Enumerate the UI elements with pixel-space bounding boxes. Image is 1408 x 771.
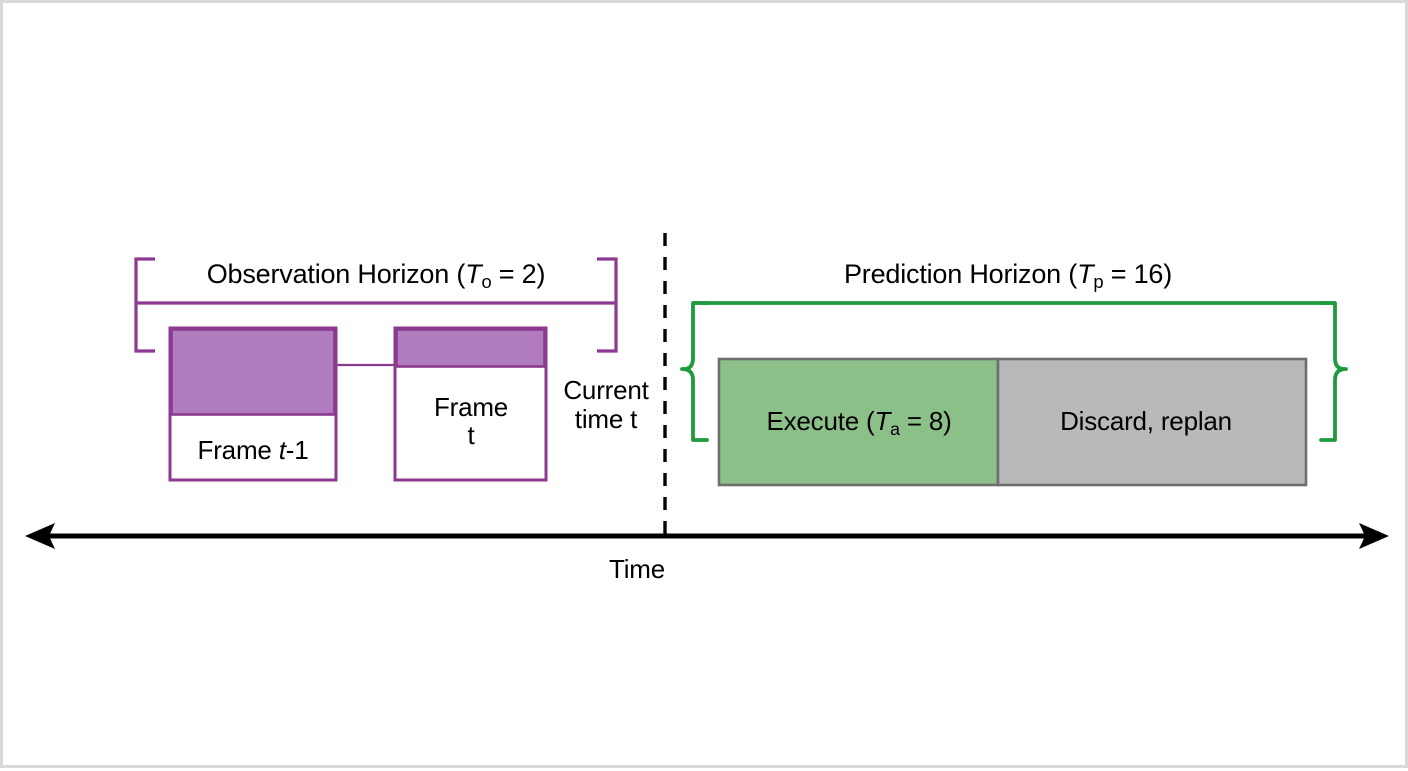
frame-t-fill-band	[395, 328, 546, 368]
observation-bracket-left-icon	[134, 257, 155, 353]
discard-segment-rect[interactable]	[996, 357, 1308, 487]
execute-segment-label: Execute (Ta = 8)	[766, 406, 952, 439]
prediction-brace-left-icon	[680, 301, 709, 442]
time-axis-label: Time	[608, 554, 666, 584]
frame-t-minus-1-label: Frame t-1	[197, 435, 309, 465]
execute-symbol-subscript: a	[890, 418, 900, 439]
frame-t-box[interactable]	[393, 326, 548, 482]
discard-segment-label: Discard, replan	[1060, 406, 1232, 436]
frame-t-label-line1: Frame	[433, 392, 509, 422]
prediction-symbol-subscript: p	[1093, 271, 1104, 293]
observation-horizon-bracket	[134, 257, 618, 353]
prediction-horizon-title: Prediction Horizon (Tp = 16)	[843, 259, 1173, 293]
frame-t-label: Frame t	[434, 393, 508, 449]
observation-symbol-T: T	[465, 259, 482, 289]
time-axis-arrowhead-left-icon	[25, 523, 55, 549]
execute-segment-rect[interactable]	[717, 357, 1000, 487]
observation-symbol-subscript: o	[481, 271, 492, 293]
current-time-label: Current time t	[563, 375, 649, 435]
observation-horizon-title: Observation Horizon (To = 2)	[206, 259, 546, 293]
time-axis-arrow	[25, 523, 1389, 549]
prediction-brace-right-icon	[1319, 301, 1348, 442]
current-time-line1: Current	[563, 375, 649, 405]
time-axis-arrowhead-right-icon	[1359, 523, 1389, 549]
observation-bracket-right-icon	[597, 257, 618, 353]
execute-symbol-T: T	[874, 406, 891, 436]
frame-t-minus-1-fill-band	[170, 328, 336, 416]
current-time-line2: time t	[574, 404, 638, 435]
prediction-horizon-brace	[680, 301, 1348, 442]
diagram-vector-layer	[25, 233, 1389, 549]
frame-t-label-line2: t	[467, 420, 475, 451]
prediction-symbol-T: T	[1077, 259, 1094, 289]
frame-t-minus-1-box[interactable]	[168, 326, 338, 482]
